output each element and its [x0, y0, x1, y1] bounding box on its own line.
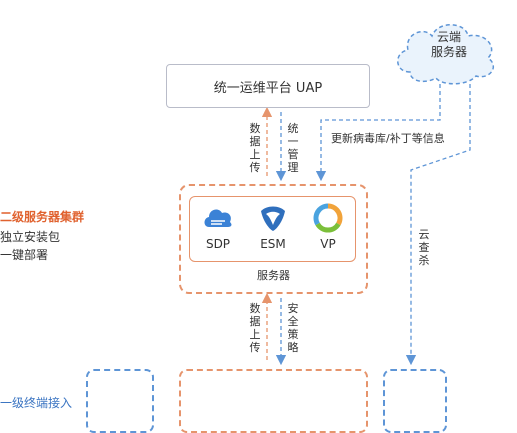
- update-virus-label: 更新病毒库/补丁等信息: [331, 132, 445, 145]
- esm-product[interactable]: ESM: [253, 203, 293, 251]
- vp-ring-icon: [312, 203, 344, 233]
- left-line-standalone-package: 独立安装包: [0, 230, 61, 244]
- esm-eagle-icon: [257, 203, 289, 233]
- bottom-partial-label: 一级终端接入: [0, 396, 73, 410]
- cloud-shape: [397, 24, 494, 85]
- product-panel: SDP ESM VP: [189, 196, 356, 262]
- cloud-scan-path: [405, 84, 471, 366]
- security-policy-label: 安全策略: [287, 302, 299, 354]
- update-info-path: [315, 84, 441, 182]
- data-upload-label-mid: 数据上传: [249, 302, 261, 354]
- cloud-scan-label: 云查杀: [418, 228, 430, 267]
- bottom-right-dashed-box: [383, 369, 447, 433]
- sdp-label: SDP: [205, 237, 231, 251]
- bottom-center-dashed-box: [179, 369, 368, 433]
- cloud-label-line1: 云端: [436, 30, 461, 44]
- server-label: 服务器: [257, 269, 290, 282]
- data-upload-label-top: 数据上传: [249, 122, 261, 174]
- unified-management-label: 统一管理: [287, 122, 299, 174]
- uap-platform-box[interactable]: 统一运维平台 UAP: [166, 64, 370, 108]
- diagram-connectors: [261, 24, 494, 366]
- server-cluster-box: SDP ESM VP 服务器: [179, 184, 368, 294]
- cloud-label-line2: 服务器: [430, 45, 467, 59]
- esm-label: ESM: [260, 237, 286, 251]
- bottom-left-dashed-box: [86, 369, 154, 433]
- secondary-cluster-title: 二级服务器集群: [0, 210, 85, 224]
- sdp-cloud-icon: [202, 203, 234, 233]
- sdp-product[interactable]: SDP: [198, 203, 238, 251]
- uap-label: 统一运维平台 UAP: [213, 80, 323, 96]
- vp-product[interactable]: VP: [308, 203, 348, 251]
- vp-label: VP: [320, 237, 336, 251]
- left-line-one-click-deploy: 一键部署: [0, 248, 49, 262]
- cloud-server-label: 云端 服务器: [424, 30, 474, 60]
